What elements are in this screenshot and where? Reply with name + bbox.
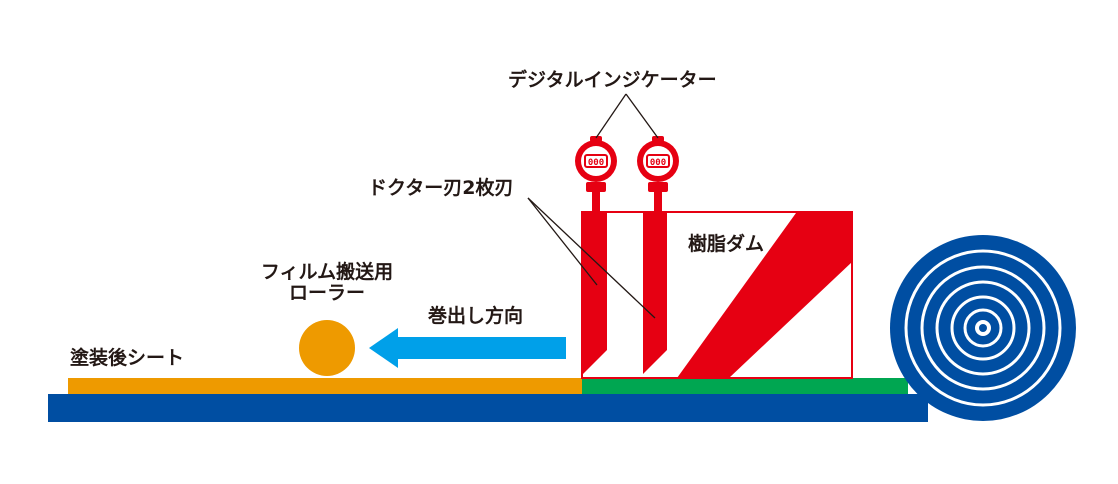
indicator-leader-2 <box>625 93 659 139</box>
unwind-direction-label: 巻出し方向 <box>428 305 524 327</box>
gauge-1-display: 000 <box>588 158 604 168</box>
coated-layer <box>68 378 582 394</box>
indicator-leader-1 <box>595 93 627 139</box>
unwind-roll <box>890 235 1076 421</box>
direction-arrow-icon <box>369 328 566 368</box>
digital-indicator-gauge-icon <box>575 136 617 192</box>
doctor-blade-2 <box>643 213 667 374</box>
blade-leader-1 <box>527 197 598 286</box>
gauge-2-stem <box>654 190 662 214</box>
uncoated-layer <box>582 378 908 394</box>
resin-dam-label: 樹脂ダム <box>688 233 765 255</box>
gauge-1-stem <box>592 190 600 214</box>
doctor-blade-label: ドクター刃2枚刃 <box>368 177 514 199</box>
film-transport-roller <box>299 320 355 376</box>
gauge-2-display: 000 <box>650 158 666 168</box>
film-roller-label-line2: ローラー <box>288 281 365 304</box>
digital-indicator-label: デジタルインジケーター <box>508 69 717 91</box>
film-roller-label-line1: フィルム搬送用 <box>260 261 394 283</box>
digital-indicator-gauge-icon <box>637 136 679 192</box>
doctor-blade-1 <box>583 213 607 374</box>
film-roller-label: フィルム搬送用 ローラー <box>250 262 404 304</box>
resin-dam-wall <box>677 213 852 378</box>
coated-sheet-label: 塗装後シート <box>70 347 185 369</box>
base-film-strip <box>48 394 928 422</box>
blade-leader-2 <box>527 197 656 319</box>
